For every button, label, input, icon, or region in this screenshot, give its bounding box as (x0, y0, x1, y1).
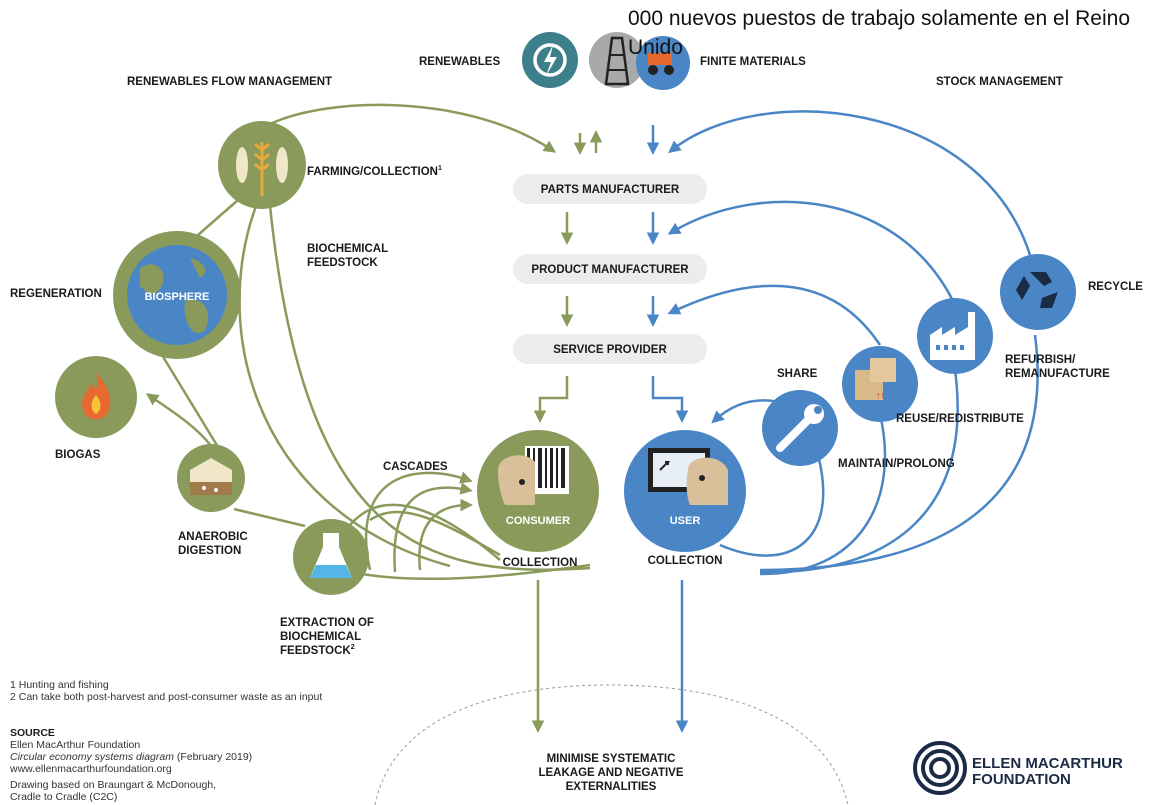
source-line-3: www.ellenmacarthurfoundation.org (9, 763, 172, 775)
biosphere-label: BIOSPHERE (145, 291, 210, 303)
refurbish-label-2: REMANUFACTURE (1005, 368, 1110, 380)
barcode-icon (477, 430, 599, 552)
biological-flows (145, 103, 603, 733)
maintain-prolong-label: MAINTAIN/PROLONG (838, 458, 955, 470)
biogas-label: BIOGAS (55, 449, 101, 461)
reuse-redistribute-label: REUSE/REDISTRIBUTE (896, 413, 1024, 425)
share-label: SHARE (777, 368, 818, 380)
mining-truck-icon (636, 36, 690, 90)
svg-text:↑↑: ↑↑ (876, 390, 885, 400)
cascades-label: CASCADES (383, 461, 448, 473)
finite-materials-label: FINITE MATERIALS (700, 56, 806, 68)
wrench-icon (762, 390, 838, 466)
extraction-label-3: FEEDSTOCK2 (280, 644, 355, 657)
biochemical-feedstock-label-2: FEEDSTOCK (307, 257, 378, 269)
source-line-1: Ellen MacArthur Foundation (10, 739, 140, 751)
recycle-icon (1000, 254, 1076, 330)
soil-icon (177, 444, 245, 512)
power-icon (522, 32, 578, 88)
emf-logo-text-2: FOUNDATION (972, 771, 1071, 788)
anaerobic-digestion-label-1: ANAEROBIC (178, 531, 248, 543)
emf-logo-text-1: ELLEN MACARTHUR (972, 755, 1123, 772)
service-provider-pill: SERVICE PROVIDER (513, 334, 707, 364)
emf-logo-icon (913, 741, 967, 795)
boxes-icon: ↑↑ (842, 346, 918, 422)
collection-left-label: COLLECTION (503, 557, 578, 569)
technical-flows (646, 110, 1039, 733)
computer-icon (624, 430, 746, 552)
service-provider-label: SERVICE PROVIDER (553, 344, 667, 356)
product-manufacturer-pill: PRODUCT MANUFACTURER (513, 254, 707, 284)
overlay-caption: 000 nuevos puestos de trabajo solamente … (628, 7, 1131, 59)
renewables-label: RENEWABLES (419, 56, 500, 68)
user-label: USER (670, 515, 701, 527)
renewables-flow-header: RENEWABLES FLOW MANAGEMENT (127, 76, 332, 88)
collection-right-label: COLLECTION (648, 555, 723, 567)
footnote-1: 1 Hunting and fishing (10, 679, 109, 691)
parts-manufacturer-label: PARTS MANUFACTURER (541, 184, 680, 196)
product-manufacturer-label: PRODUCT MANUFACTURER (531, 264, 689, 276)
minimise-label-3: EXTERNALITIES (566, 781, 657, 793)
biochemical-feedstock-label-1: BIOCHEMICAL (307, 243, 388, 255)
flame-icon (55, 356, 137, 438)
globe-icon (113, 231, 241, 359)
source-line-4: Drawing based on Braungart & McDonough, (10, 779, 216, 791)
minimise-label-1: MINIMISE SYSTEMATIC (547, 753, 676, 765)
source-line-2: Circular economy systems diagram (Februa… (10, 751, 252, 763)
source-line-5: Cradle to Cradle (C2C) (10, 791, 117, 803)
source-heading: SOURCE (10, 727, 55, 739)
flask-icon (293, 519, 369, 595)
recycle-label: RECYCLE (1088, 281, 1143, 293)
parts-manufacturer-pill: PARTS MANUFACTURER (513, 174, 707, 204)
footnote-2: 2 Can take both post-harvest and post-co… (10, 691, 322, 703)
regeneration-label: REGENERATION (10, 288, 102, 300)
factory-icon (917, 298, 993, 374)
anaerobic-digestion-label-2: DIGESTION (178, 545, 241, 557)
farming-collection-label: FARMING/COLLECTION1 (307, 165, 442, 178)
consumer-label: CONSUMER (506, 515, 570, 527)
extraction-label-1: EXTRACTION OF (280, 617, 374, 629)
stock-management-header: STOCK MANAGEMENT (936, 76, 1063, 88)
oil-rig-icon (589, 32, 645, 88)
extraction-label-2: BIOCHEMICAL (280, 631, 361, 643)
refurbish-label-1: REFURBISH/ (1005, 354, 1076, 366)
minimise-label-2: LEAKAGE AND NEGATIVE (538, 767, 683, 779)
wheat-fish-icon (218, 121, 306, 209)
